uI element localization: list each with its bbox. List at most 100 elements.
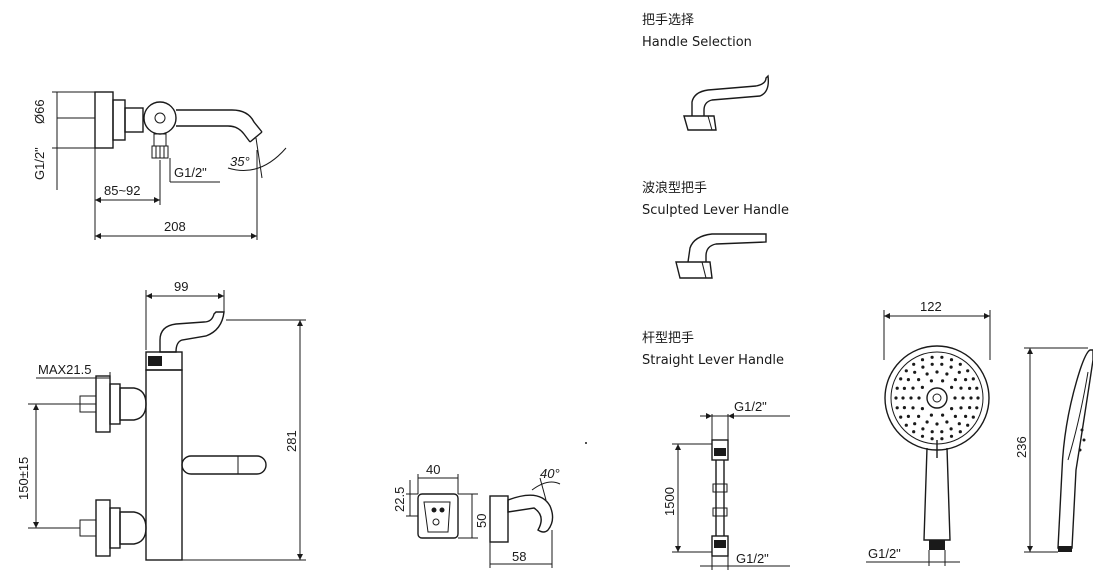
shower-nozzle — [957, 422, 961, 426]
shower-nozzle — [912, 362, 916, 366]
shower-nozzle — [940, 362, 944, 366]
mixer-height-label: 281 — [284, 430, 299, 452]
shower-nozzle — [945, 372, 949, 376]
handle-default-illustration — [683, 74, 770, 131]
shower-nozzle — [929, 379, 934, 383]
shower-nozzle — [949, 365, 953, 369]
mixer-inlet-lower-eccentric — [119, 511, 147, 545]
mixer-spout — [181, 455, 267, 475]
straight-handle-label-cn: 杆型把手 — [642, 331, 694, 346]
shower-nozzle — [953, 378, 958, 382]
shower-head-face — [890, 351, 984, 445]
shower-side-profile — [1057, 349, 1093, 549]
shower-nozzle — [935, 370, 939, 374]
shower-nozzle — [917, 396, 921, 400]
spout-valve-core — [154, 112, 166, 124]
hose-length-label: 1500 — [662, 487, 677, 516]
shower-nozzle — [930, 430, 934, 434]
shower-nozzle — [894, 396, 898, 400]
shower-nozzle — [959, 406, 963, 410]
shower-nozzle — [909, 396, 913, 400]
shower-nozzle — [902, 386, 907, 390]
shower-nozzle — [920, 385, 925, 389]
hose-top-nut — [711, 439, 729, 461]
shower-nozzle — [925, 420, 929, 424]
holder-side-view: 40° 58 — [489, 466, 561, 568]
shower-nozzle — [976, 396, 980, 400]
shower-nozzle — [968, 406, 972, 410]
spout-neck — [124, 107, 144, 133]
shower-nozzle — [930, 437, 934, 441]
mixer-inlet-upper-flange — [95, 375, 111, 433]
spout-length-label: 208 — [164, 219, 186, 234]
spout-arm-bottom — [176, 125, 251, 143]
shower-nozzle — [911, 406, 915, 410]
hand-shower-side-view: 236 — [1014, 347, 1093, 553]
shower-nozzle — [917, 414, 921, 418]
shower-thread-label: G1/2" — [868, 546, 901, 561]
mixer-spacing-label: 150±15 — [16, 457, 31, 500]
shower-nozzle — [921, 427, 925, 431]
sculpted-handle-label-en: Sculpted Lever Handle — [642, 203, 789, 218]
mixer-front-view: 99 MAX21.5 150±15 281 — [16, 279, 306, 561]
shower-nozzle — [958, 362, 962, 366]
shower-nozzle — [921, 365, 925, 369]
holder-angle-label: 40° — [540, 466, 560, 481]
shower-head-center-ring — [926, 387, 948, 409]
shower-handle — [923, 447, 951, 541]
shower-nozzle — [950, 385, 954, 389]
handle-selection-title-en: Handle Selection — [642, 35, 752, 50]
spout-flange-step — [112, 99, 126, 141]
mixer-inlet-lower-flange — [95, 499, 111, 557]
mixer-width-label: 99 — [174, 279, 188, 294]
hose-top-thread-label: G1/2" — [734, 399, 767, 414]
spout-angle-label: 35° — [230, 154, 250, 169]
shower-nozzle — [941, 413, 945, 417]
shower-nozzle — [906, 414, 911, 418]
shower-nozzle — [958, 430, 962, 434]
shower-nozzle — [902, 406, 907, 410]
spout-d66-label: Ø66 — [32, 99, 47, 124]
shower-nozzle — [966, 369, 970, 373]
holder-side-arm — [507, 494, 554, 533]
shower-nozzle — [913, 422, 917, 426]
shower-nozzle-pattern — [894, 355, 980, 441]
sculpted-handle-illustration — [675, 233, 767, 279]
spout-angle-arc — [227, 147, 287, 171]
shower-nozzle — [899, 377, 903, 381]
shower-nozzle — [950, 407, 954, 411]
shower-nozzle — [906, 378, 911, 382]
shower-nozzle — [925, 372, 929, 376]
shower-height-label: 236 — [1014, 436, 1029, 458]
shower-nozzle — [941, 379, 945, 383]
spout-offset-label: 85~92 — [104, 183, 141, 198]
shower-nozzle — [935, 422, 939, 426]
shower-nozzle — [895, 406, 899, 410]
shower-nozzle — [920, 358, 925, 362]
shower-nozzle — [920, 407, 925, 411]
holder-depth-label: 22.5 — [392, 487, 407, 512]
mixer-body — [145, 369, 183, 561]
mixer-max-label: MAX21.5 — [38, 362, 91, 377]
hand-shower-front-view: 122 G1/2" — [866, 299, 991, 566]
shower-connector — [929, 540, 945, 550]
holder-side-plate — [489, 495, 509, 543]
hose-bottom-thread-label: G1/2" — [736, 551, 769, 566]
shower-nozzle — [971, 377, 975, 381]
shower-nozzle — [966, 423, 970, 427]
shower-nozzle — [964, 378, 968, 382]
shower-nozzle — [953, 414, 958, 418]
shower-nozzle — [930, 355, 934, 359]
shower-nozzle — [964, 414, 968, 418]
shower-nozzle — [949, 434, 954, 438]
shower-nozzle — [920, 434, 925, 438]
shower-nozzle — [940, 355, 944, 359]
spout-side-view: 35° Ø66 G1/2" G1/2" 85~92 208 — [32, 91, 287, 240]
shower-nozzle — [929, 413, 934, 417]
shower-nozzle — [959, 386, 963, 390]
spout-g12-bottom-label: G1/2" — [174, 165, 207, 180]
shower-nozzle — [904, 423, 908, 427]
mixer-inlet-upper-eccentric — [119, 387, 147, 421]
